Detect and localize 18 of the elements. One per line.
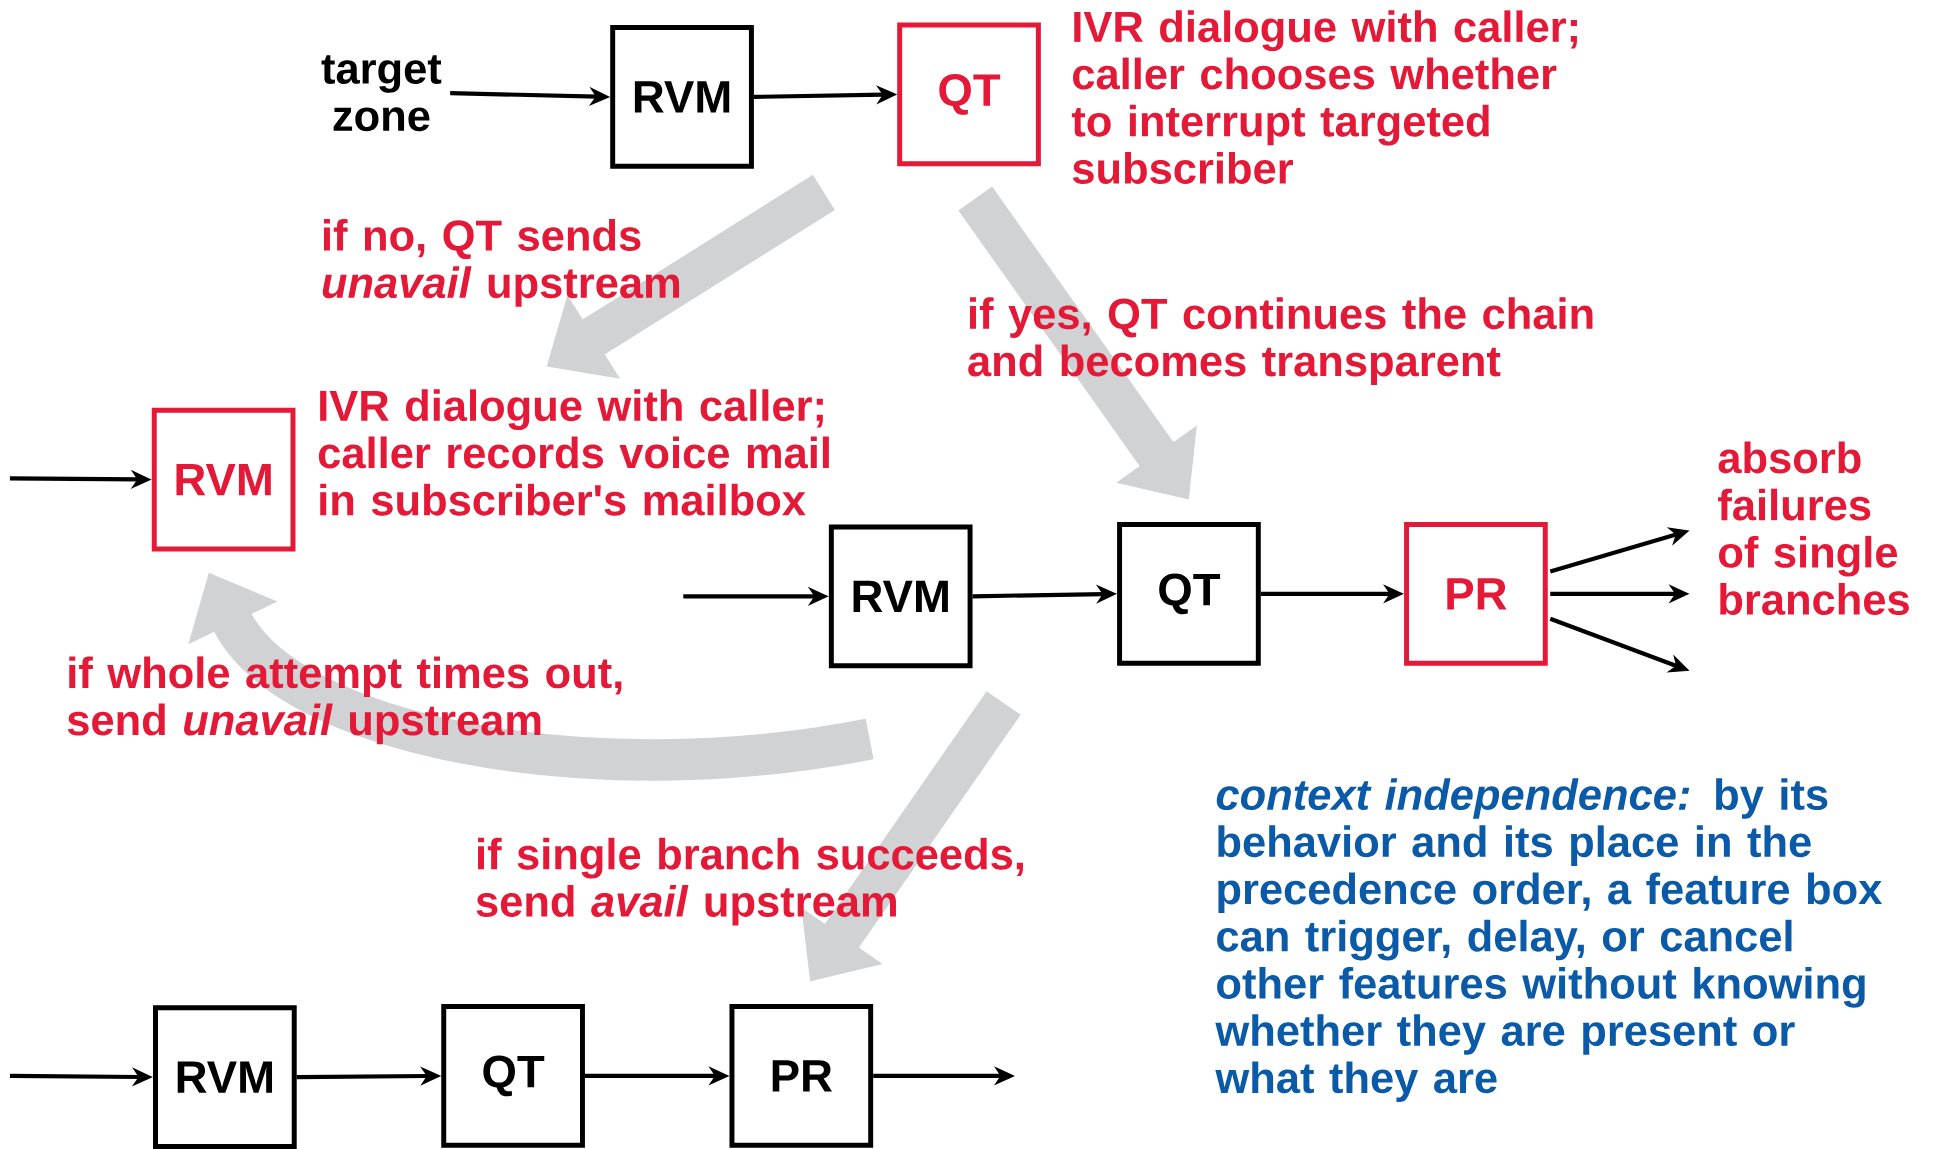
edge-label: if whole attempt times out, send unavail upstream (67, 656, 622, 745)
process-box: RVM (828, 524, 973, 669)
process-box: QT (441, 1003, 585, 1148)
process-box: RVM (153, 1005, 297, 1149)
note-text: context independence: by its behavior and its place in the precedence order, a feature box can trigger, delay, or cancel other features without knowing whether they are present or what they are (1215, 778, 1883, 1102)
process-box: RVM (151, 407, 296, 552)
process-box: RVM (610, 25, 754, 169)
process-box: PR (729, 1003, 874, 1148)
annotation-text: IVR dialogue with caller; caller records voice mail in subscriber's mailbox (318, 389, 829, 516)
process-box: PR (1404, 521, 1548, 666)
note-text: absorb failures of single branches (1718, 441, 1909, 615)
annotation-text: IVR dialogue with caller; caller chooses whether to interrupt targeted subscriber (1071, 10, 1577, 184)
edge-label: if yes, QT continues the chain and becomes transparent (968, 297, 1593, 385)
source-label: target zone (321, 55, 442, 132)
process-box: QT (897, 22, 1041, 167)
edge-label: if single branch succeeds, send avail upstream (476, 837, 1023, 926)
process-box: QT (1117, 521, 1261, 666)
edge-label: if no, QT sends unavail upstream (322, 219, 680, 307)
